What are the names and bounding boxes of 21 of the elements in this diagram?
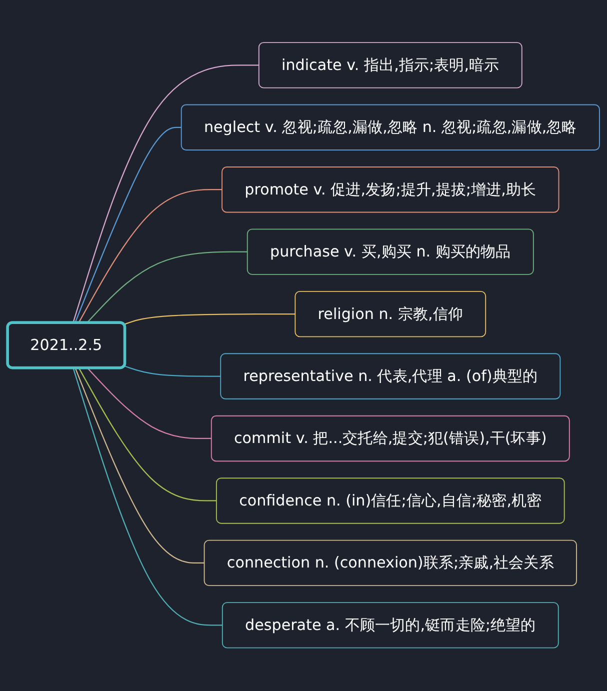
node-box: indicate v. 指出,指示;表明,暗示 [258,42,522,89]
connector [78,368,216,502]
connector [78,189,222,324]
node-box: representative n. 代表,代理 a. (of)典型的 [220,354,561,400]
node-box: 2021..2.5 [6,321,126,370]
connector [72,368,222,626]
connector [124,314,296,326]
node-box: neglect v. 忽视;疏忽,漏做,忽略 n. 忽视;疏忽,漏做,忽略 [180,104,600,151]
connector [124,366,221,378]
connector [86,368,212,440]
connector [86,252,248,324]
connector [74,368,204,564]
node-box: purchase v. 买,购买 n. 购买的物品 [246,229,534,276]
connector [72,64,259,324]
node-box: connection n. (connexion)联系;亲戚,社会关系 [204,540,577,586]
node-box: commit v. 把...交托给,提交;犯(错误),干(坏事) [210,416,570,462]
node-box: promote v. 促进,发扬;提升,提拔;增进,助长 [222,166,560,214]
node-box: desperate a. 不顾一切的,铤而走险;绝望的 [222,602,559,649]
node-box: religion n. 宗教,信仰 [294,291,486,338]
connector [74,127,182,324]
node-box: confidence n. (in)信任;信心,自信;秘密,机密 [216,478,565,524]
